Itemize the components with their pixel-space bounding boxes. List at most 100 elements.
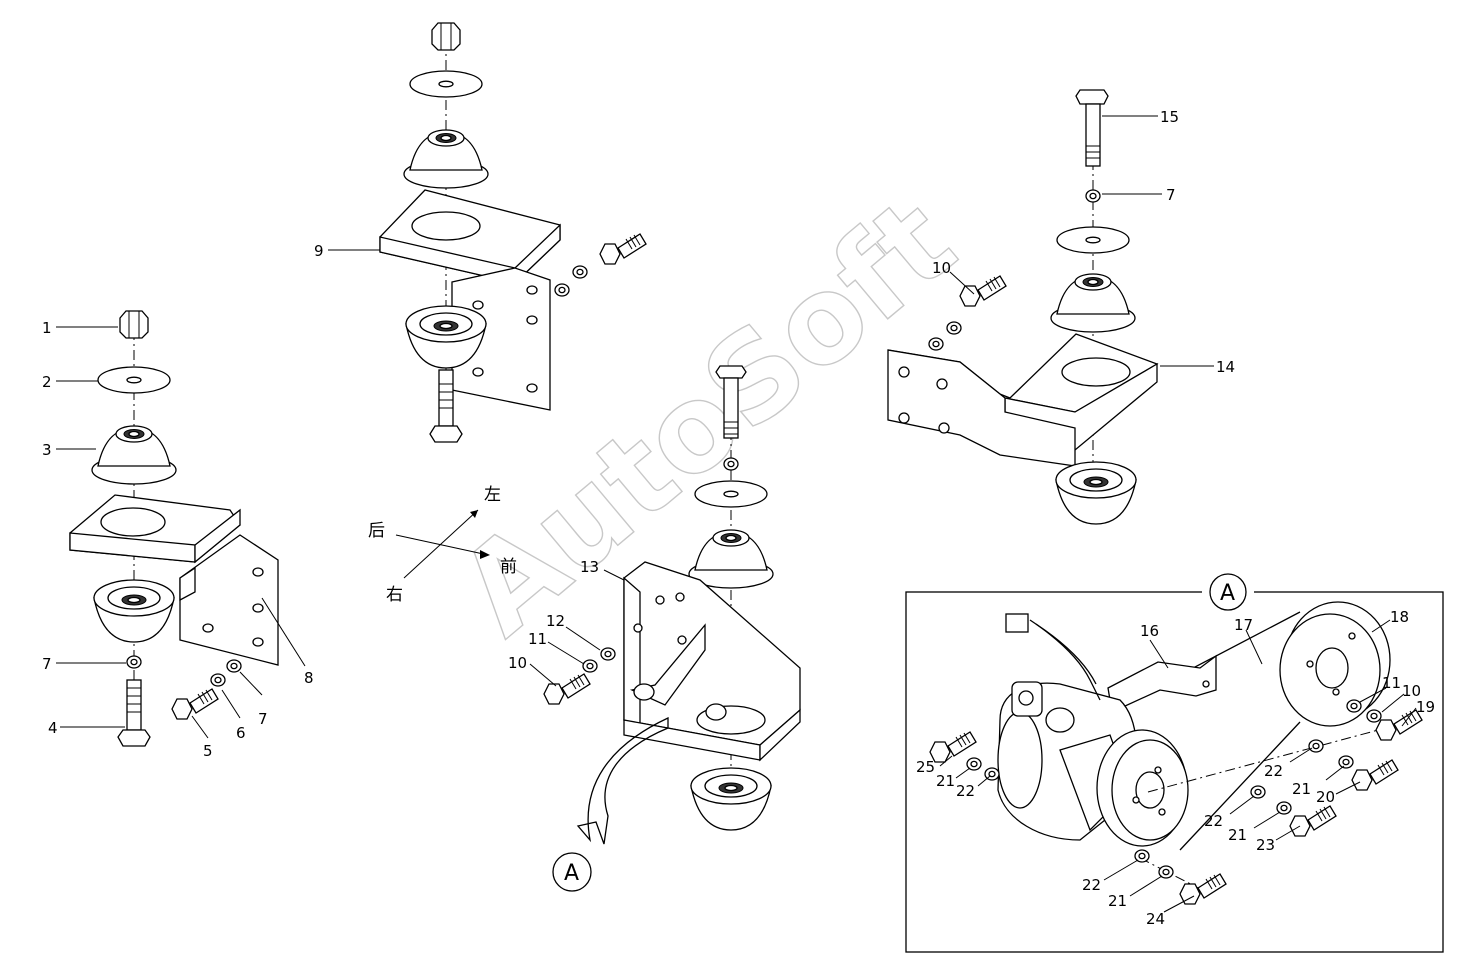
callout-labels: 1 2 3 4 5 6 7 7 8 9 10 14 15 7 13 12 11 … <box>42 108 1435 928</box>
pulley-part-18 <box>1279 601 1391 727</box>
callout-10c: 10 <box>1402 682 1421 700</box>
callout-10b: 10 <box>508 654 527 672</box>
bracket-part-9 <box>379 189 561 411</box>
detail-marker-circle <box>552 852 592 892</box>
lock-washer-part-7b <box>226 659 242 673</box>
direction-right: 右 <box>386 585 403 605</box>
washer <box>1338 755 1354 769</box>
bolt-part-5 <box>171 688 219 720</box>
hex-nut-part-1 <box>119 310 149 339</box>
callout-16: 16 <box>1140 622 1159 640</box>
callout-4: 4 <box>48 719 58 737</box>
callout-19: 19 <box>1416 698 1435 716</box>
washer <box>409 70 483 98</box>
callout-20: 20 <box>1316 788 1335 806</box>
detail-view-a: A <box>905 573 1444 953</box>
callout-7b: 7 <box>258 710 268 728</box>
bolt-part-10 <box>543 673 591 705</box>
callout-22b: 22 <box>1204 812 1223 830</box>
bolt-part-4 <box>117 679 151 747</box>
bracket-part-8 <box>69 494 279 666</box>
washer <box>1366 709 1382 723</box>
washer <box>554 283 570 297</box>
washer <box>572 265 588 279</box>
center-mount-assembly <box>543 365 801 892</box>
rubber-mount <box>403 129 489 189</box>
bolt-part-20 <box>1351 759 1399 791</box>
callout-2: 2 <box>42 373 52 391</box>
bolt <box>715 365 747 439</box>
callout-12: 12 <box>546 612 565 630</box>
hex-nut <box>431 22 461 51</box>
left-mount-assembly <box>69 310 279 747</box>
callout-24: 24 <box>1146 910 1165 928</box>
lock-washer-part-7 <box>126 655 142 669</box>
washer-part-2 <box>97 366 171 394</box>
callout-3: 3 <box>42 441 52 459</box>
callout-18: 18 <box>1390 608 1409 626</box>
callout-22d: 22 <box>956 782 975 800</box>
washer <box>1056 226 1130 254</box>
detail-title-circle <box>1209 573 1247 611</box>
detail-frame <box>905 591 1444 953</box>
bolt-part-23 <box>1289 805 1337 837</box>
connector-icon <box>1005 613 1029 633</box>
washer <box>694 480 768 508</box>
lock-washer-part-11 <box>582 659 598 673</box>
bracket-part-13 <box>623 561 801 762</box>
leader-lines <box>56 115 1417 913</box>
callout-8: 8 <box>304 669 314 687</box>
washer <box>928 337 944 351</box>
callout-23: 23 <box>1256 836 1275 854</box>
rubber-mount <box>688 529 774 589</box>
callout-21c: 21 <box>1108 892 1127 910</box>
callout-11b: 11 <box>1382 674 1401 692</box>
stud-bolt <box>429 369 463 443</box>
detail-reference-marker: A <box>564 861 579 886</box>
callout-22a: 22 <box>1264 762 1283 780</box>
detail-arrow <box>576 716 669 845</box>
callout-17: 17 <box>1234 616 1253 634</box>
rubber-cup <box>690 767 772 831</box>
washer <box>946 321 962 335</box>
rubber-cup-part <box>93 579 175 643</box>
callout-13: 13 <box>580 558 599 576</box>
callout-14: 14 <box>1216 358 1235 376</box>
callout-7a: 7 <box>42 655 52 673</box>
bolt-part-15 <box>1075 89 1109 167</box>
direction-left: 左 <box>484 485 501 505</box>
callout-1: 1 <box>42 319 52 337</box>
detail-title: A <box>1220 581 1235 606</box>
bolt-part-25 <box>929 731 977 763</box>
washer <box>723 457 739 471</box>
callout-10a: 10 <box>932 259 951 277</box>
rubber-cup <box>1055 461 1137 525</box>
callout-9: 9 <box>314 242 324 260</box>
callout-21b: 21 <box>1228 826 1247 844</box>
direction-indicator: 左 后 前 右 <box>368 485 517 605</box>
bracket-part-14 <box>887 333 1159 467</box>
washer-part-6 <box>210 673 226 687</box>
washer-part-12 <box>600 647 616 661</box>
callout-15: 15 <box>1160 108 1179 126</box>
callout-7c: 7 <box>1166 186 1176 204</box>
rubber-mount <box>1050 273 1136 333</box>
callout-21a: 21 <box>1292 780 1311 798</box>
callout-6: 6 <box>236 724 246 742</box>
direction-rear: 后 <box>368 521 385 541</box>
compressor <box>997 613 1189 847</box>
callout-25: 25 <box>916 758 935 776</box>
washer <box>1308 739 1324 753</box>
upper-center-mount-assembly <box>379 22 647 443</box>
rubber-mount-part-3 <box>91 425 177 485</box>
bolt <box>599 233 647 265</box>
direction-front: 前 <box>500 557 517 577</box>
callout-11a: 11 <box>528 630 547 648</box>
bracket-part-16 <box>1107 654 1217 713</box>
callout-21d: 21 <box>936 772 955 790</box>
callout-22c: 22 <box>1082 876 1101 894</box>
right-mount-assembly <box>887 89 1159 525</box>
washer <box>1346 699 1362 713</box>
callout-5: 5 <box>203 742 213 760</box>
